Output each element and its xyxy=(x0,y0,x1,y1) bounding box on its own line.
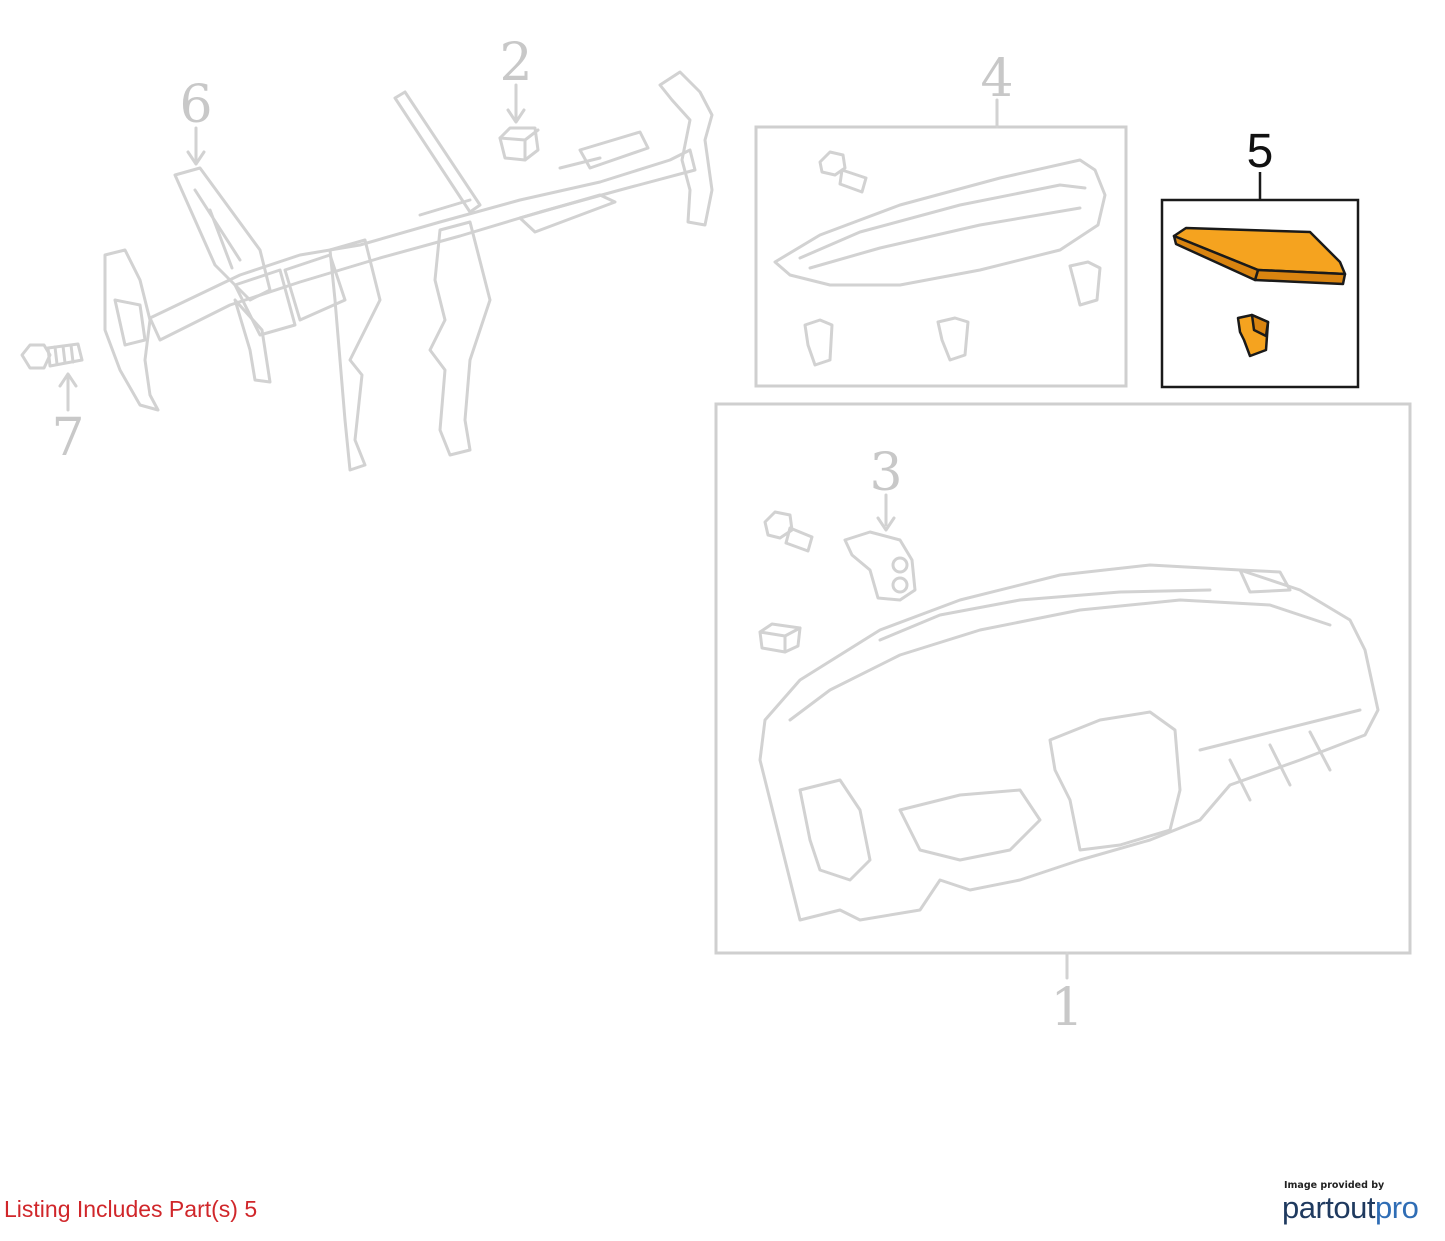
logo-part2: pro xyxy=(1375,1190,1419,1225)
part-2-clip xyxy=(498,83,540,162)
listing-note: Listing Includes Part(s) 5 xyxy=(4,1196,258,1222)
callout-6: 6 xyxy=(179,75,212,135)
part-6-reinforcement xyxy=(103,70,714,472)
callout-3: 3 xyxy=(869,443,902,503)
callout-4: 4 xyxy=(980,49,1013,109)
credit-caption: Image provided by xyxy=(1284,1180,1385,1191)
part-1-group xyxy=(714,402,1412,980)
part-5-group xyxy=(1160,172,1360,389)
part-7-bolt xyxy=(20,342,84,412)
part-4-group xyxy=(754,98,1128,388)
logo-part1: partout xyxy=(1282,1190,1376,1225)
callout-7: 7 xyxy=(51,408,84,468)
callout-1: 1 xyxy=(1050,978,1083,1038)
partoutpro-logo: partoutpro xyxy=(1282,1191,1432,1225)
callout-6-arrow xyxy=(186,126,206,166)
callout-5: 5 xyxy=(1247,125,1274,178)
callout-2: 2 xyxy=(499,33,532,93)
image-credit: Image provided by partoutpro xyxy=(1282,1180,1432,1225)
